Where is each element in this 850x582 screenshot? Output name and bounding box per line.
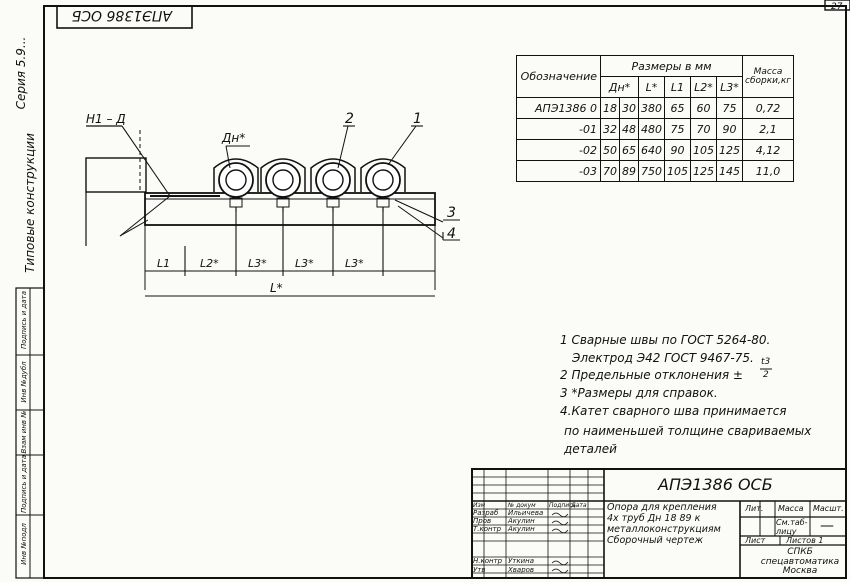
- roster-role-3: Т.контр: [473, 525, 502, 533]
- stamp-field-2: Подпись и дата: [20, 455, 28, 513]
- note-1: 1 Сварные швы по ГОСТ 5264-80.: [560, 333, 771, 347]
- roster-name-1: Ильичева: [508, 509, 544, 517]
- roster-role-1: Разраб: [473, 509, 499, 517]
- dim-l3c: L3*: [345, 257, 364, 270]
- roster-role-5: Утв: [473, 566, 486, 574]
- roster-name-5: Хваров: [508, 566, 535, 574]
- col-mass-tb: Масса: [778, 504, 804, 513]
- note-4: 4.Катет сварного шва принимается: [560, 404, 787, 418]
- sheet-number: 27: [831, 2, 843, 12]
- title-code: АПЭ1386 ОСБ: [658, 475, 773, 494]
- col-l1: L1: [664, 76, 691, 98]
- org-name: СПКБ спецавтоматика Москва: [760, 547, 840, 576]
- roster-h-sign: Подпись: [549, 502, 576, 509]
- roster-name-2: Акулин: [508, 517, 535, 525]
- roster-h-role: Изм: [473, 502, 486, 509]
- table-row: АПЭ1386 0 18 30 380 65 60 75 0,72: [516, 97, 795, 119]
- dim-l3b: L3*: [295, 257, 314, 270]
- title-name-2: 4x труб Дн 18 89 к: [607, 513, 701, 524]
- spec-table: Обозначение Размеры в мм Масса сборки,кг…: [516, 55, 795, 182]
- title-name-4: Сборочный чертеж: [607, 535, 704, 546]
- col-lit: Лит.: [745, 504, 764, 513]
- stamp-field-4: Инв №дубл: [20, 361, 28, 403]
- size-group-header: Размеры в мм: [600, 55, 743, 77]
- pipe-clamps: [213, 158, 406, 212]
- title-name-1: Опора для крепления: [607, 502, 717, 513]
- col-l3: L3*: [716, 76, 743, 98]
- roster-h-date: Дата: [571, 502, 587, 509]
- note-2-frac-den: 2: [763, 370, 769, 380]
- dim-l2: L2*: [200, 257, 219, 270]
- note-3: 3 *Размеры для справок.: [560, 386, 718, 400]
- side-title: Типовые конструкции: [23, 133, 37, 273]
- stamp-field-5: Подпись и дата: [20, 291, 28, 349]
- col-l: L*: [638, 76, 665, 98]
- title-block-grid: [471, 468, 847, 579]
- stamp-field-1: Инв №подл: [20, 523, 28, 565]
- roster-name-4: Уткина: [508, 557, 534, 565]
- callout-1: 1: [413, 111, 422, 127]
- note-4b: по наименьшей толщине свариваемых детале…: [564, 424, 812, 456]
- note-1b: Электрод Э42 ГОСТ 9467-75.: [572, 351, 754, 365]
- scale-value: —: [820, 518, 834, 534]
- mounting-plate: [144, 192, 436, 226]
- mass-value: См.таб-лицу: [776, 518, 808, 536]
- label-dn: Дн*: [221, 131, 245, 145]
- label-h1: Н1 – Д: [86, 112, 126, 126]
- col-l2: L2*: [690, 76, 717, 98]
- top-code-box: [56, 5, 193, 29]
- dim-l-total: L*: [270, 281, 283, 295]
- callout-2: 2: [345, 111, 354, 127]
- side-series: Серия 5.9...: [14, 36, 28, 110]
- callout-3: 3: [447, 205, 456, 221]
- sheet-label: Лист: [745, 536, 766, 545]
- table-row: -02 50 65 640 90 105 125 4,12: [516, 139, 795, 161]
- col-scale: Масшт.: [813, 504, 844, 513]
- dim-l3a: L3*: [248, 257, 267, 270]
- roster-role-4: Н.контр: [473, 557, 503, 565]
- table-row: -03 70 89 750 105 125 145 11,0: [516, 160, 795, 182]
- roster-name-3: Акулин: [508, 525, 535, 533]
- sheet-number-box: [824, 0, 850, 11]
- col-designation: Обозначение: [516, 55, 601, 98]
- note-2: 2 Предельные отклонения ±: [560, 368, 743, 382]
- wall-block: [85, 157, 147, 193]
- roster-role-2: Пров: [473, 517, 492, 525]
- col-mass: Масса сборки,кг: [741, 55, 795, 98]
- sheets-label: Листов 1: [786, 536, 824, 545]
- title-name-3: металлоконструкциям: [607, 524, 721, 535]
- col-dn: Дн*: [600, 76, 639, 98]
- roster-h-name: № докум: [508, 502, 536, 509]
- dim-l1: L1: [157, 257, 170, 270]
- dimension-lines: [145, 212, 435, 297]
- note-2-frac-num: t3: [761, 357, 771, 367]
- table-row: -01 32 48 480 75 70 90 2,1: [516, 118, 795, 140]
- top-doc-code: АПЭ1386 ОСБ: [72, 7, 173, 23]
- callout-4: 4: [447, 226, 456, 242]
